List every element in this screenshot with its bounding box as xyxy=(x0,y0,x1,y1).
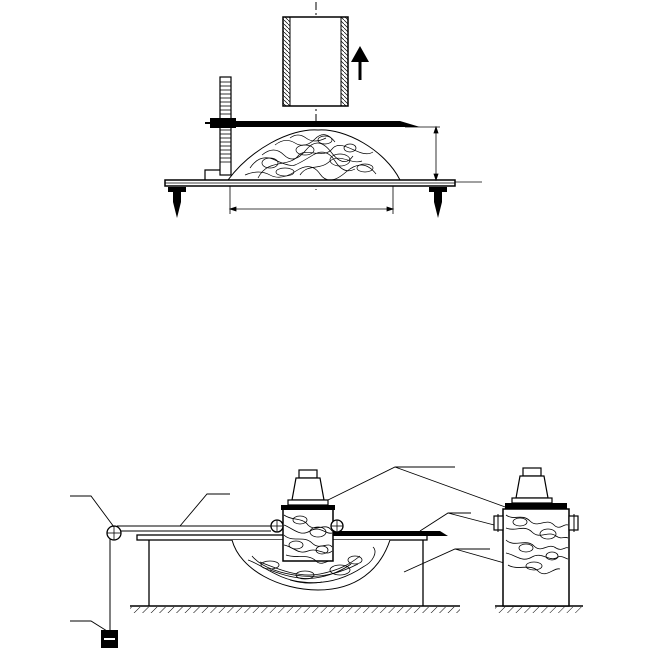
side-container xyxy=(493,467,579,607)
pull-cord xyxy=(109,525,271,630)
material-heap xyxy=(227,129,401,181)
pulley-left xyxy=(270,519,284,533)
base-plate xyxy=(164,179,482,187)
pullout-apparatus xyxy=(70,466,583,648)
guide-pulley xyxy=(106,525,122,541)
slump-flow-apparatus xyxy=(164,2,482,218)
callout-leaders xyxy=(70,466,516,632)
right-foot xyxy=(429,187,447,218)
fiber-mass xyxy=(247,514,376,584)
height-ruler xyxy=(204,76,232,182)
bowl xyxy=(231,539,391,591)
lift-arrow-icon xyxy=(351,46,369,80)
ground xyxy=(130,605,583,613)
left-foot xyxy=(168,187,186,218)
hanging-weight xyxy=(101,630,118,648)
lifted-tube xyxy=(282,16,349,107)
measuring-arm xyxy=(205,118,420,128)
spread-dimension xyxy=(228,186,395,214)
height-dimension xyxy=(405,125,440,182)
pulley-right xyxy=(330,519,344,533)
weight-central xyxy=(287,469,329,506)
